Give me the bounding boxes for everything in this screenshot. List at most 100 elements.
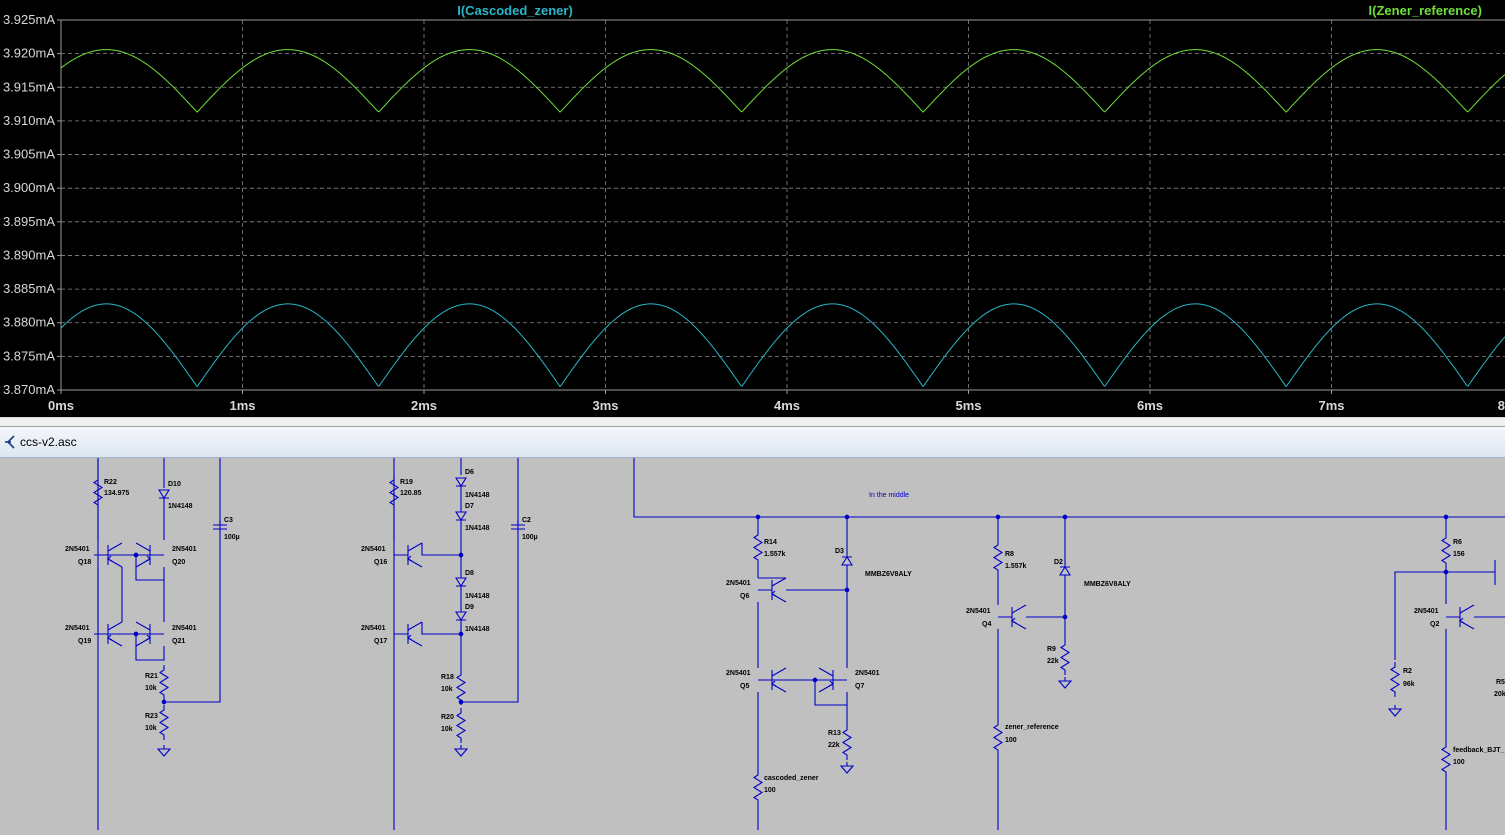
ref-Q21: Q21 xyxy=(172,638,185,645)
x-tick-label: 6ms xyxy=(1137,398,1163,413)
schematic-labels: R22 134.975 D10 1N4148 C3 100µ 2N5401 Q1… xyxy=(65,469,1505,794)
ref-cascoded-zener: cascoded_zener xyxy=(764,775,819,782)
ref-D3: D3 xyxy=(835,548,844,555)
ref-R21: R21 xyxy=(145,673,158,680)
ref-D10: D10 xyxy=(168,481,181,488)
val-D2: MMBZ6V8ALY xyxy=(1084,581,1131,588)
val-R5: 20k xyxy=(1494,691,1505,698)
y-tick-label: 3.890mA xyxy=(3,247,55,262)
y-tick-label: 3.880mA xyxy=(3,315,55,330)
val-R18: 10k xyxy=(441,686,453,693)
x-tick-label: 3ms xyxy=(592,398,618,413)
schematic-doc-icon xyxy=(5,435,15,449)
y-tick-label: 3.915mA xyxy=(3,79,55,94)
model-Q6: 2N5401 xyxy=(726,580,751,587)
val-R20: 10k xyxy=(441,726,453,733)
x-tick-label: 7ms xyxy=(1318,398,1344,413)
y-tick-label: 3.885mA xyxy=(3,281,55,296)
x-tick-label: 4ms xyxy=(774,398,800,413)
ref-Q17: Q17 xyxy=(374,638,387,645)
schematic-title-bar[interactable]: ccs-v2.asc xyxy=(0,427,1505,458)
val-D10: 1N4148 xyxy=(168,503,193,510)
model-Q7: 2N5401 xyxy=(855,670,880,677)
ref-Q16: Q16 xyxy=(374,559,387,566)
x-tick-label: 0ms xyxy=(48,398,74,413)
ref-zener-reference: zener_reference xyxy=(1005,724,1059,731)
y-tick-label: 3.905mA xyxy=(3,147,55,162)
model-Q4: 2N5401 xyxy=(966,608,991,615)
val-R13: 22k xyxy=(828,742,840,749)
ref-D6: D6 xyxy=(465,469,474,476)
net-label-in-the-middle: In the middle xyxy=(869,492,909,499)
val-R8: 1.557k xyxy=(1005,563,1027,570)
trace-zener-reference xyxy=(60,49,1505,113)
trace-cascoded-zener xyxy=(60,303,1505,388)
val-zener-reference: 100 xyxy=(1005,737,1017,744)
val-R6: 156 xyxy=(1453,551,1465,558)
y-tick-label: 3.870mA xyxy=(3,382,55,397)
ref-Q2: Q2 xyxy=(1430,621,1439,628)
ref-C2: C2 xyxy=(522,517,531,524)
model-Q18: 2N5401 xyxy=(65,546,90,553)
schematic-canvas[interactable]: R22 134.975 D10 1N4148 C3 100µ 2N5401 Q1… xyxy=(0,458,1505,830)
ref-R2: R2 xyxy=(1403,668,1412,675)
val-C2: 100µ xyxy=(522,534,538,541)
val-D6: 1N4148 xyxy=(465,492,490,499)
waveform-plot[interactable]: 3.925mA 3.920mA 3.915mA 3.910mA 3.905mA 3.900… xyxy=(0,0,1505,417)
val-R21: 10k xyxy=(145,685,157,692)
ref-R9: R9 xyxy=(1047,646,1056,653)
ref-R22: R22 xyxy=(104,479,117,486)
ref-Q20: Q20 xyxy=(172,559,185,566)
waveform-pane[interactable]: 3.925mA 3.920mA 3.915mA 3.910mA 3.905mA 3.900… xyxy=(0,0,1505,417)
ref-Q7: Q7 xyxy=(855,683,864,690)
schematic-tab-title[interactable]: ccs-v2.asc xyxy=(20,435,77,449)
model-Q16: 2N5401 xyxy=(361,546,386,553)
ref-D9: D9 xyxy=(465,604,474,611)
ref-R6: R6 xyxy=(1453,539,1462,546)
y-tick-label: 3.910mA xyxy=(3,113,55,128)
x-tick-label: 5ms xyxy=(955,398,981,413)
ref-R8: R8 xyxy=(1005,551,1014,558)
val-D7: 1N4148 xyxy=(465,525,490,532)
ref-R23: R23 xyxy=(145,713,158,720)
val-R23: 10k xyxy=(145,725,157,732)
val-D9: 1N4148 xyxy=(465,626,490,633)
y-tick-label: 3.875mA xyxy=(3,348,55,363)
ref-feedback-bjt: feedback_BJT_ xyxy=(1453,747,1504,754)
model-Q19: 2N5401 xyxy=(65,625,90,632)
ref-Q5: Q5 xyxy=(740,683,749,690)
model-Q17: 2N5401 xyxy=(361,625,386,632)
schematic-drawing: R22 134.975 D10 1N4148 C3 100µ 2N5401 Q1… xyxy=(65,458,1505,830)
x-tick-label: 8 xyxy=(1498,398,1505,413)
val-R2: 96k xyxy=(1403,681,1415,688)
y-tick-label: 3.925mA xyxy=(3,12,55,27)
model-Q5: 2N5401 xyxy=(726,670,751,677)
ref-R5: R5 xyxy=(1496,679,1505,686)
val-R22: 134.975 xyxy=(104,490,129,497)
model-Q20: 2N5401 xyxy=(172,546,197,553)
val-R14: 1.557k xyxy=(764,551,786,558)
ref-R18: R18 xyxy=(441,674,454,681)
trace-label-zener-reference[interactable]: I(Zener_reference) xyxy=(1369,3,1482,18)
ref-Q19: Q19 xyxy=(78,638,91,645)
val-cascoded-zener: 100 xyxy=(764,787,776,794)
y-tick-label: 3.895mA xyxy=(3,214,55,229)
val-C3: 100µ xyxy=(224,534,240,541)
val-R19: 120.85 xyxy=(400,490,422,497)
val-D3: MMBZ6V8ALY xyxy=(865,571,912,578)
plot-grid xyxy=(60,19,1505,391)
pane-splitter[interactable] xyxy=(0,417,1505,427)
trace-label-cascoded-zener[interactable]: I(Cascoded_zener) xyxy=(457,3,573,18)
ref-R20: R20 xyxy=(441,714,454,721)
x-tick-label: 1ms xyxy=(229,398,255,413)
y-tick-label: 3.900mA xyxy=(3,180,55,195)
ref-D8: D8 xyxy=(465,570,474,577)
val-feedback-bjt: 100 xyxy=(1453,759,1465,766)
ref-Q6: Q6 xyxy=(740,593,749,600)
ref-R13: R13 xyxy=(828,730,841,737)
y-tick-label: 3.920mA xyxy=(3,46,55,61)
model-Q21: 2N5401 xyxy=(172,625,197,632)
model-Q2: 2N5401 xyxy=(1414,608,1439,615)
ref-R19: R19 xyxy=(400,479,413,486)
